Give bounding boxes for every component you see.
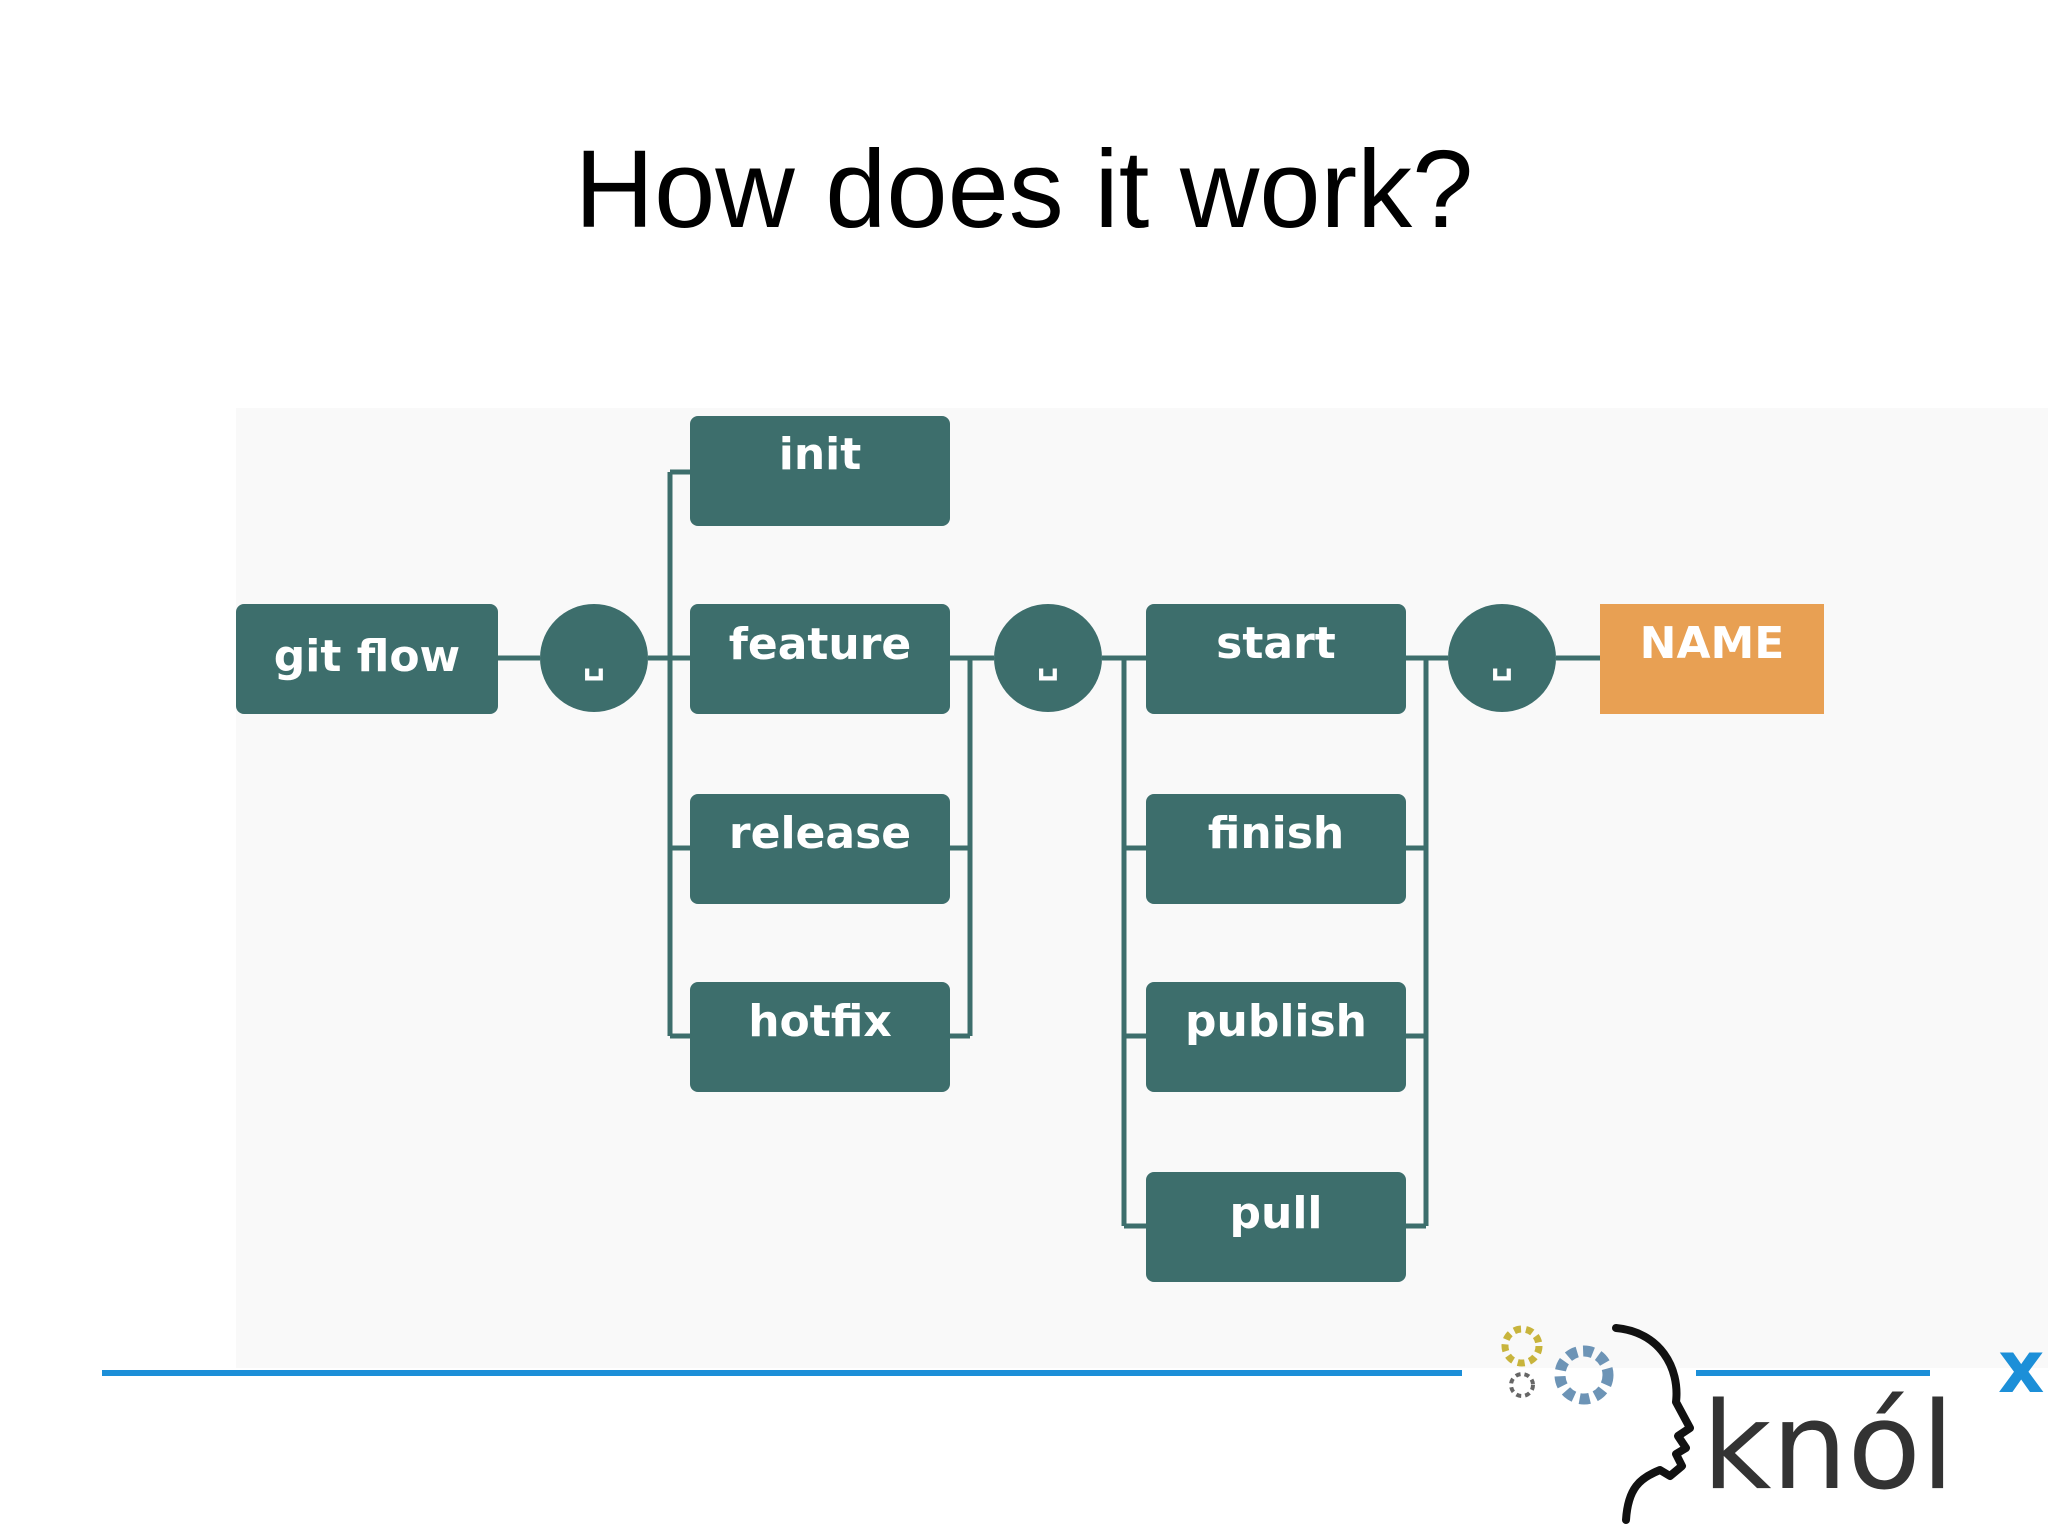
logo-wordmark: knól [1702, 1378, 1954, 1517]
slide-title: How does it work? [574, 128, 1474, 251]
node-finish-label: finish [1208, 808, 1345, 859]
node-publish: publish [1146, 982, 1406, 1092]
node-pull-label: pull [1230, 1188, 1323, 1239]
node-start: start [1146, 604, 1406, 714]
node-finish: finish [1146, 794, 1406, 904]
node-init-label: init [779, 429, 862, 480]
node-start-label: start [1216, 618, 1336, 669]
diagram-background [236, 408, 2048, 1368]
node-name-argument: NAME [1600, 604, 1824, 714]
node-publish-label: publish [1185, 996, 1367, 1047]
separator-glyph-2: ␣ [1037, 640, 1059, 681]
connector-lines [498, 469, 1600, 1229]
node-git-flow-label: git flow [274, 631, 460, 682]
node-feature: feature [690, 604, 950, 714]
knolx-logo: knól x [1501, 1324, 2044, 1524]
node-hotfix-label: hotfix [748, 996, 892, 1047]
logo-superscript: x [1998, 1325, 2044, 1409]
footer-rule-left [102, 1370, 1462, 1376]
node-init: init [690, 416, 950, 526]
separator-glyph-3: ␣ [1491, 640, 1513, 681]
separator-node-2: ␣ [994, 604, 1102, 712]
node-release: release [690, 794, 950, 904]
separator-glyph-1: ␣ [583, 640, 605, 681]
gears-head-icon [1501, 1324, 1694, 1524]
separator-node-1: ␣ [540, 604, 648, 712]
node-name-argument-label: NAME [1640, 618, 1785, 669]
footer-rule-right [1696, 1370, 1930, 1376]
node-release-label: release [729, 808, 911, 859]
node-hotfix: hotfix [690, 982, 950, 1092]
node-pull: pull [1146, 1172, 1406, 1282]
node-git-flow: git flow [236, 604, 498, 714]
separator-node-3: ␣ [1448, 604, 1556, 712]
node-feature-label: feature [729, 619, 912, 670]
